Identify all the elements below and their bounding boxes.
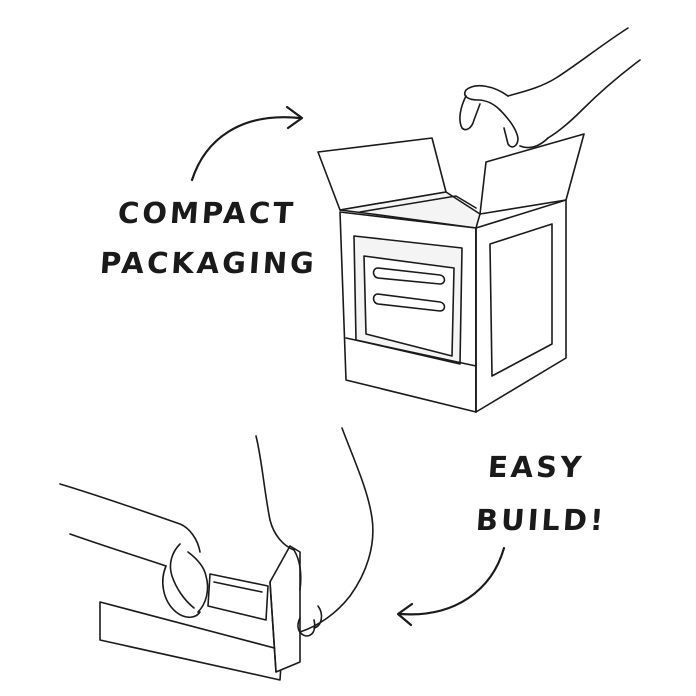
arrow-icon-top (190, 105, 304, 182)
caption-compact: COMPACT (116, 196, 298, 230)
hand-icon-bottom (59, 427, 374, 681)
caption-packaging: PACKAGING (98, 246, 319, 280)
caption-build: BUILD! (474, 503, 608, 537)
caption-easy: EASY (486, 450, 586, 484)
hand-icon-top (459, 27, 641, 149)
arrow-icon-bottom (396, 546, 506, 627)
box-icon (317, 133, 585, 413)
